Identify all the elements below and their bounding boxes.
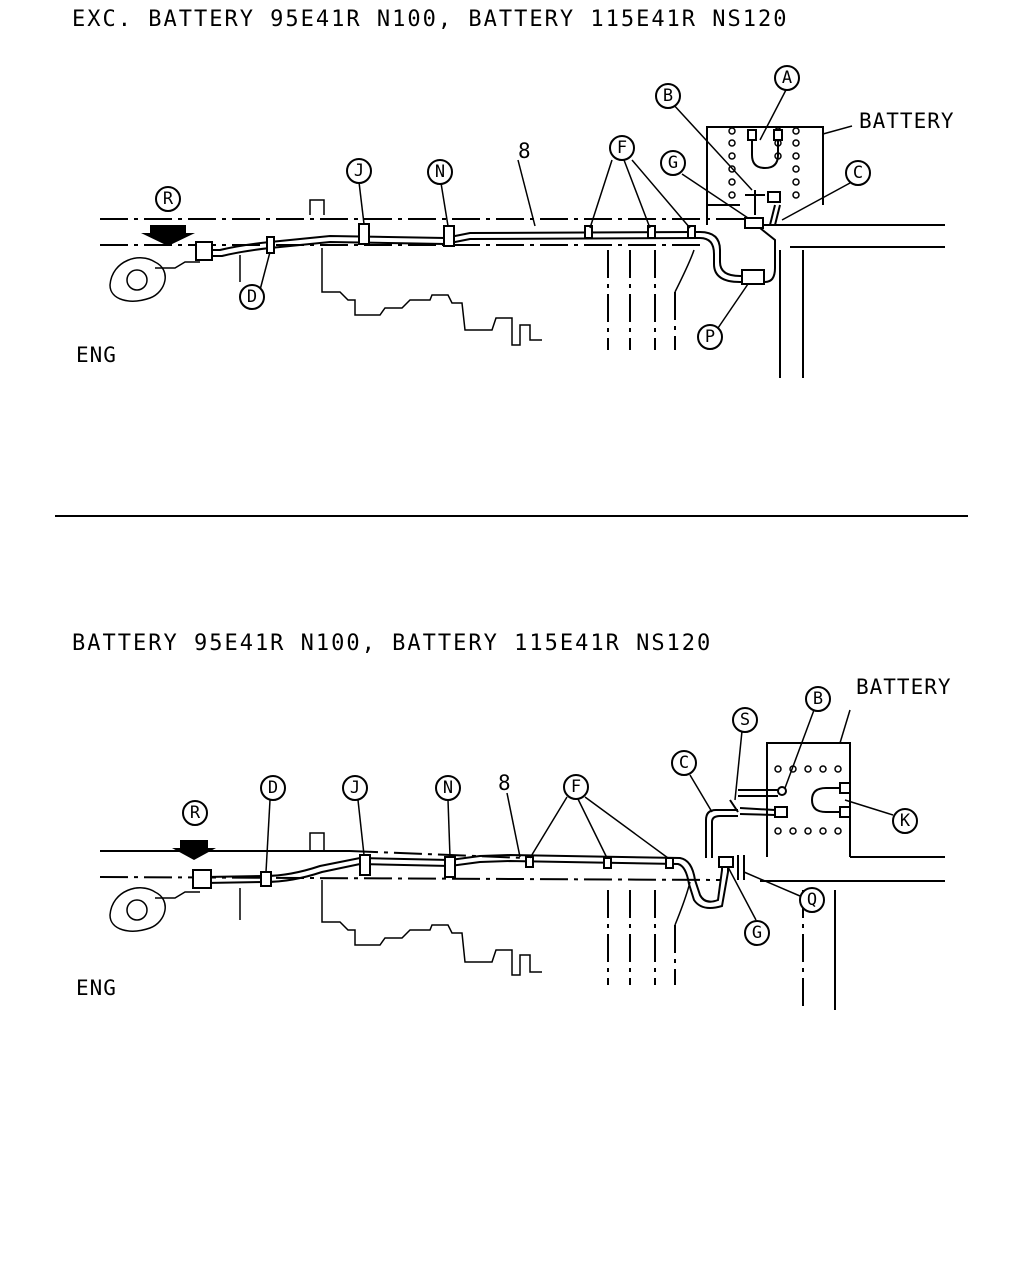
clip-j: [358, 223, 370, 245]
svg-text:R: R: [190, 803, 201, 823]
terminal-b: [745, 190, 765, 215]
clip-g: [718, 856, 734, 868]
battery-vent-holes: [774, 765, 842, 835]
terminal-b: [777, 786, 787, 796]
panel-upper: EXC. BATTERY 95E41R N100, BATTERY 115E41…: [72, 7, 955, 378]
frame-members: [607, 890, 676, 985]
harness-number-8: 8: [518, 139, 532, 163]
svg-text:D: D: [247, 287, 257, 307]
clip-f2: [603, 857, 612, 869]
clip-g: [744, 217, 764, 229]
frame-members: [607, 250, 676, 350]
clip-n: [443, 225, 455, 247]
svg-text:A: A: [782, 68, 792, 88]
callout-d: D: [260, 775, 286, 801]
callout-s: S: [732, 707, 758, 733]
svg-text:K: K: [900, 811, 911, 831]
callout-b: B: [655, 83, 681, 109]
clip-f1: [584, 225, 593, 239]
clip-j: [359, 854, 371, 876]
battery-loop-a: [751, 140, 779, 170]
leader-lines: [259, 87, 853, 329]
callout-g: G: [744, 920, 770, 946]
callout-f: F: [563, 774, 589, 800]
view-arrow-r: [141, 225, 195, 246]
svg-text:B: B: [663, 86, 673, 106]
callout-j: J: [342, 775, 368, 801]
callout-b: B: [805, 686, 831, 712]
clip-f1: [525, 856, 534, 868]
panel-1-title: EXC. BATTERY 95E41R N100, BATTERY 115E41…: [72, 7, 789, 32]
harness-trunk: [205, 227, 776, 283]
harness-clips: [192, 799, 745, 889]
svg-text:N: N: [443, 778, 453, 798]
svg-text:Q: Q: [807, 890, 817, 910]
callout-r: R: [155, 186, 181, 212]
connector-eng: [195, 241, 213, 261]
svg-text:C: C: [679, 753, 689, 773]
engine-outline: [109, 832, 542, 976]
callout-g: G: [660, 150, 686, 176]
clip-d: [260, 871, 272, 887]
svg-text:C: C: [853, 163, 863, 183]
panel-lower: BATTERY 95E41R N100, BATTERY 115E41R NS1…: [72, 631, 952, 1010]
svg-text:J: J: [350, 778, 360, 798]
clip-d: [266, 236, 275, 254]
connector-eng: [192, 869, 212, 889]
clip-p: [741, 269, 765, 285]
callout-p: P: [697, 324, 723, 350]
callout-n: N: [427, 159, 453, 185]
svg-text:S: S: [740, 710, 750, 730]
harness-trunk: [204, 809, 738, 909]
leader-lines: [265, 709, 894, 921]
svg-text:J: J: [354, 161, 364, 181]
clip-f3: [665, 857, 674, 869]
battery-vent-holes: [728, 127, 800, 199]
terminal-c: [767, 191, 781, 203]
callout-j: J: [346, 158, 372, 184]
frame-curve: [674, 881, 691, 926]
svg-text:G: G: [752, 923, 762, 943]
callout-d: D: [239, 284, 265, 310]
clip-n: [444, 856, 456, 878]
svg-text:G: G: [668, 153, 678, 173]
clip-s: [729, 799, 739, 813]
battery-label: BATTERY: [859, 109, 955, 133]
callout-f: F: [609, 135, 635, 161]
clip-q: [737, 855, 745, 880]
battery-lower: [738, 742, 851, 857]
battery-support: [779, 250, 804, 378]
svg-text:P: P: [705, 327, 715, 347]
svg-text:D: D: [268, 778, 278, 798]
callout-a: A: [774, 65, 800, 91]
callout-c: C: [845, 160, 871, 186]
battery-loop-k: [810, 787, 840, 813]
callout-c: C: [671, 750, 697, 776]
svg-text:F: F: [617, 138, 627, 158]
battery-upper: [706, 126, 824, 226]
harness-clips: [195, 217, 765, 285]
terminal-neg: [774, 806, 788, 818]
callout-k: K: [892, 808, 918, 834]
callout-n: N: [435, 775, 461, 801]
engine-outline: [109, 199, 542, 346]
battery-label: BATTERY: [856, 675, 952, 699]
svg-text:B: B: [813, 689, 823, 709]
view-arrow-r: [172, 840, 216, 860]
body-rail-upper-dash: [349, 850, 526, 859]
harness-branch-c: [705, 809, 738, 858]
svg-text:N: N: [435, 162, 445, 182]
panel-2-title: BATTERY 95E41R N100, BATTERY 115E41R NS1…: [72, 631, 712, 656]
clip-f2: [647, 225, 656, 239]
eng-label: ENG: [76, 343, 117, 367]
callout-q: Q: [799, 887, 825, 913]
clip-f3: [687, 225, 696, 239]
svg-text:F: F: [571, 777, 581, 797]
eng-label: ENG: [76, 976, 117, 1000]
harness-number-8: 8: [498, 771, 512, 795]
frame-curve: [674, 249, 695, 293]
callout-r: R: [182, 800, 208, 826]
svg-text:R: R: [163, 189, 174, 209]
